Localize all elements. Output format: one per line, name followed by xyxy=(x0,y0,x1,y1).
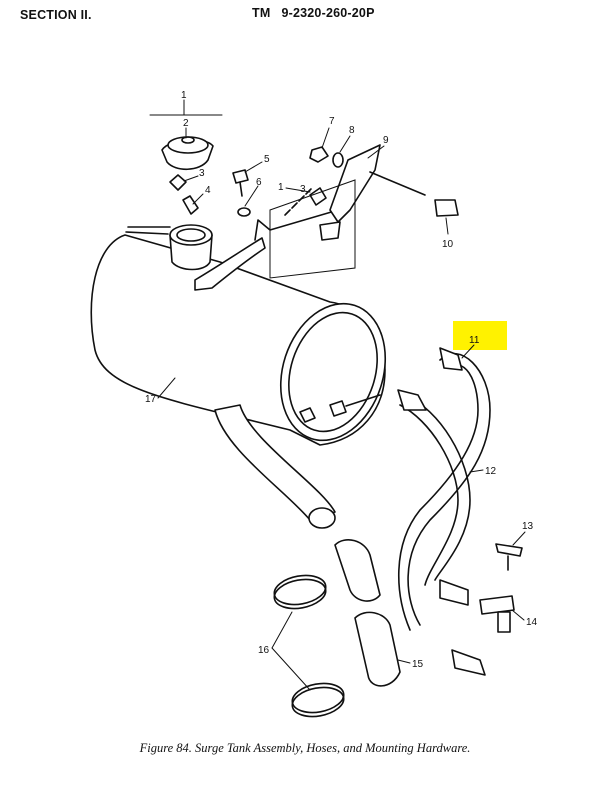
hose-12b xyxy=(397,389,471,586)
cap-retainer xyxy=(182,195,199,215)
bolt-10 xyxy=(434,199,459,217)
hose-clamp-upper xyxy=(273,574,327,610)
hose-15 xyxy=(334,539,401,687)
cap-gasket xyxy=(169,174,187,191)
callout-15: 15 xyxy=(412,659,424,670)
figure-caption: Figure 84. Surge Tank Assembly, Hoses, a… xyxy=(139,741,471,755)
callout-1: 1 xyxy=(181,90,187,101)
radiator-cap xyxy=(161,136,214,171)
callout-7: 7 xyxy=(329,116,335,127)
callout-8: 8 xyxy=(349,125,355,136)
fitting-lower xyxy=(451,649,486,676)
tm-number: TM 9-2320-260-20P xyxy=(252,6,375,20)
washer-8 xyxy=(332,152,344,168)
callout-17: 17 xyxy=(145,394,157,405)
callout-4: 4 xyxy=(205,185,211,196)
callout-1b: 1 xyxy=(278,182,284,193)
callout-6: 6 xyxy=(256,177,262,188)
callout-10: 10 xyxy=(442,239,454,250)
filler-neck xyxy=(125,224,213,271)
callout-12: 12 xyxy=(485,466,497,477)
nut-7 xyxy=(309,146,329,163)
section-label: SECTION II. xyxy=(20,8,92,22)
callout-5: 5 xyxy=(264,154,270,165)
callout-14: 14 xyxy=(526,617,538,628)
cap-chain xyxy=(284,187,327,216)
callout-2: 2 xyxy=(183,118,189,129)
outlet-pipe xyxy=(214,404,336,529)
pipe-tee xyxy=(479,595,515,633)
callout-3b: 3 xyxy=(300,184,306,195)
hose-12 xyxy=(398,347,491,631)
callout-highlight xyxy=(453,321,507,350)
fitting-upper xyxy=(439,579,469,606)
callout-16: 16 xyxy=(258,645,270,656)
hose-clamp-lower xyxy=(291,682,345,718)
leader-lines xyxy=(149,99,526,691)
drain-valve xyxy=(495,543,523,571)
callout-11: 11 xyxy=(469,335,480,346)
callout-3: 3 xyxy=(199,168,205,179)
bolt-5 xyxy=(232,169,249,197)
lock-washer xyxy=(237,207,251,217)
callout-13: 13 xyxy=(522,521,534,532)
mounting-strap xyxy=(194,207,346,291)
callout-9: 9 xyxy=(383,135,389,146)
surge-tank xyxy=(90,234,387,446)
bracket-frame xyxy=(269,179,356,279)
